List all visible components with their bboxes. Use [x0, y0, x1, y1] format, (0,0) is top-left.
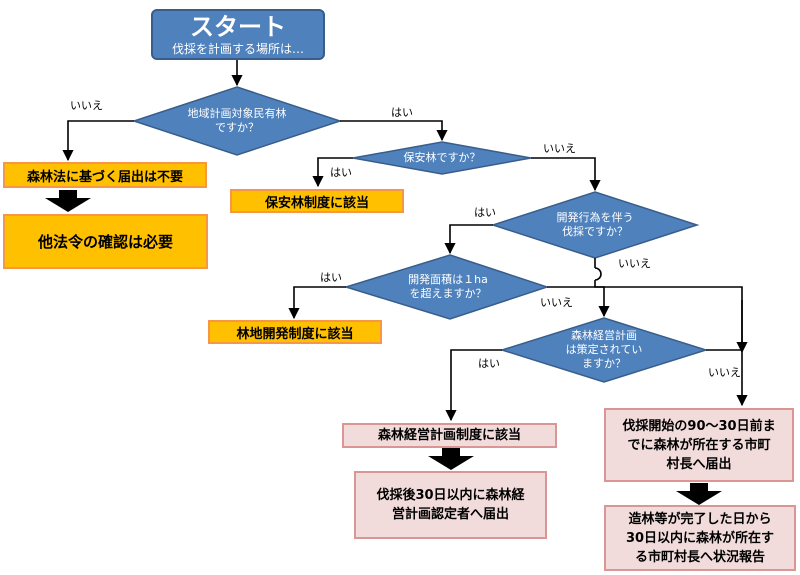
report-box: 造林等が完了した日から 30日以内に森林が所在す る市町村長へ状況報告	[604, 505, 796, 571]
label-d3-no: いいえ	[618, 257, 651, 270]
label-d1-no: いいえ	[70, 99, 103, 112]
connector-d2-no	[531, 157, 601, 192]
connector-d4-yes	[288, 286, 346, 320]
after-cut-box: 伐採後30日以内に森林経 営計画認定者へ届出	[354, 471, 547, 539]
no-notification-box: 森林法に基づく届出は不要	[3, 162, 207, 188]
connector-d5-yes	[445, 349, 502, 422]
label-d4-yes: はい	[320, 271, 342, 284]
management-plan-box: 森林経営計画制度に該当	[342, 423, 557, 448]
label-d2-yes: はい	[330, 166, 352, 179]
block-arrow-2	[428, 447, 474, 470]
connector-d4-no	[547, 286, 610, 318]
decision-diamond-1	[131, 86, 343, 156]
decision-text-4: 開発面積は１ha を超えますか？	[408, 273, 488, 300]
label-d5-yes: はい	[478, 357, 500, 370]
label-d1-yes: はい	[391, 106, 413, 119]
start-subtitle: 伐採を計画する場所は…	[171, 41, 304, 56]
decision-diamond-2	[352, 141, 532, 175]
block-arrow-1	[45, 190, 91, 212]
decision-text-1: 地域計画対象民有林 ですか？	[187, 107, 287, 134]
connector-d3-yes	[444, 224, 493, 255]
decision-text-3: 開発行為を伴う 伐採ですか？	[556, 211, 634, 238]
forest-development-box: 林地開発制度に該当	[208, 320, 382, 344]
connector-d1-no	[62, 120, 134, 162]
block-arrow-3	[676, 483, 722, 505]
label-d3-yes: はい	[474, 206, 496, 219]
decision-text-2: 保安林ですか？	[403, 151, 481, 164]
label-d2-no: いいえ	[543, 142, 576, 155]
other-laws-box: 他法令の確認は必要	[3, 214, 208, 269]
decision-diamond-4	[343, 254, 550, 320]
connector-d2-yes	[312, 157, 353, 188]
label-d4-no: いいえ	[540, 296, 573, 309]
start-title: スタート	[190, 12, 286, 41]
label-d5-no: いいえ	[708, 366, 741, 379]
decision-text-5: 森林経営計画 は策定されてい ますか？	[565, 329, 643, 370]
connector-d1-yes	[340, 120, 448, 142]
decision-diamond-5	[499, 317, 709, 383]
protection-forest-box: 保安林制度に該当	[230, 189, 404, 213]
before-cut-box: 伐採開始の90～30日前ま でに森林が所在する市町 村長へ届出	[604, 408, 794, 482]
start-box: スタート 伐採を計画する場所は…	[151, 9, 325, 60]
